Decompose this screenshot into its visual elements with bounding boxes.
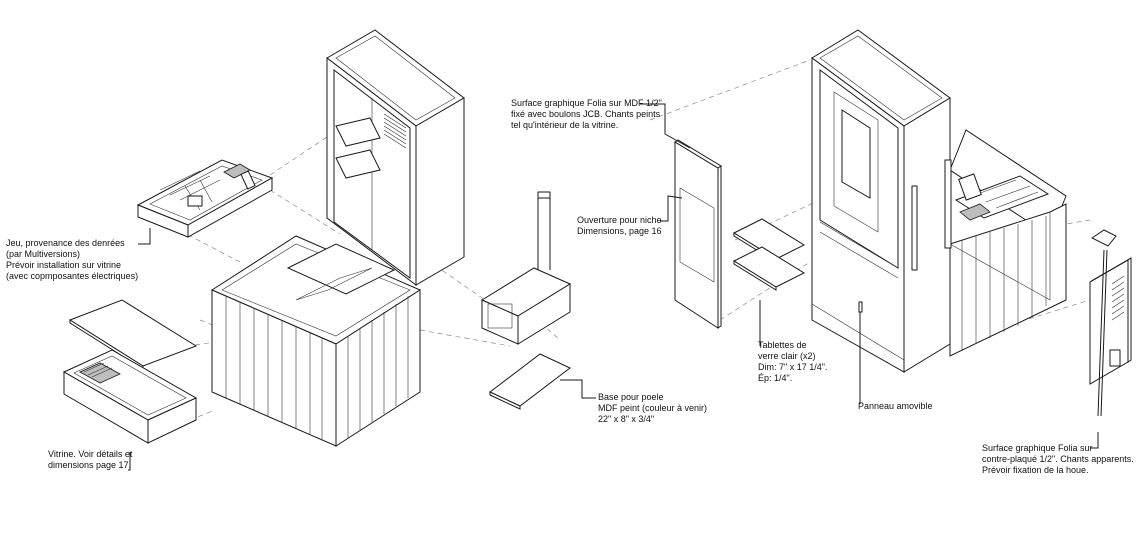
left-tall-cabinet xyxy=(326,29,465,287)
folia-panel-with-hoe xyxy=(1089,229,1132,417)
glass-cover-plate xyxy=(68,299,198,370)
stove-base-board xyxy=(489,353,571,410)
note-surface-contreplaque: Surface graphique Folia sur contre-plaqu… xyxy=(982,443,1134,476)
left-base-cabinet xyxy=(210,235,422,447)
note-panneau-line-1: Panneau amovible xyxy=(858,401,933,411)
note-base-poele-line-3: 22" x 8" x 3/4" xyxy=(598,414,655,424)
note-ouverture: Ouverture pour niche Dimensions, page 16 xyxy=(577,215,662,237)
note-panneau: Panneau amovible xyxy=(858,401,933,412)
glass-shelves xyxy=(732,218,806,291)
note-ouverture-line-2: Dimensions, page 16 xyxy=(577,226,662,236)
leader-lines xyxy=(128,103,1099,471)
note-base-poele-line-1: Base pour poele xyxy=(598,392,664,402)
right-base-cabinet xyxy=(944,129,1067,357)
note-surface-contreplaque-line-3: Prévoir fixation de la houe. xyxy=(982,465,1089,475)
stove-with-chimney xyxy=(480,191,572,345)
note-tablettes-line-1: Tablettes de xyxy=(758,340,807,350)
note-jeu-line-1: Jeu, provenance des denrées xyxy=(6,238,125,248)
note-ouverture-line-1: Ouverture pour niche xyxy=(577,215,662,225)
note-base-poele: Base pour poele MDF peint (couleur à ven… xyxy=(598,392,707,425)
note-jeu-line-3: Prévoir installation sur vitrine xyxy=(6,260,122,270)
note-surface-contreplaque-line-2: contre-plaqué 1/2". Chants apparents. xyxy=(982,454,1134,464)
note-surface-mdf-line-3: tel qu'intérieur de la vitrine. xyxy=(511,120,619,130)
note-tablettes: Tablettes de verre clair (x2) Dim: 7" x … xyxy=(758,340,827,384)
note-tablettes-line-3: Dim: 7" x 17 1/4". xyxy=(758,362,828,372)
note-tablettes-line-2: verre clair (x2) xyxy=(758,351,816,361)
right-tall-cabinet xyxy=(811,29,951,373)
display-case-illustration xyxy=(62,349,198,444)
graphic-panel-mdf xyxy=(674,139,722,329)
note-surface-mdf-line-2: fixé avec boulons JCB. Chants peints xyxy=(511,109,661,119)
cabinet-slats xyxy=(225,296,409,440)
vent-grille xyxy=(383,113,407,149)
note-vitrine: Vitrine. Voir détails et dimensions page… xyxy=(48,449,132,471)
note-surface-mdf-line-1: Surface graphique Folia sur MDF 1/2" xyxy=(511,98,662,108)
note-jeu-line-4: (avec copmposantes électriques) xyxy=(6,271,139,281)
note-tablettes-line-4: Ép: 1/4". xyxy=(758,373,793,383)
note-surface-contreplaque-line-1: Surface graphique Folia sur xyxy=(982,443,1093,453)
note-surface-mdf: Surface graphique Folia sur MDF 1/2" fix… xyxy=(511,98,662,131)
game-tray-illustration xyxy=(136,159,274,238)
note-vitrine-line-2: dimensions page 17. xyxy=(48,460,132,470)
right-cabinet-slats xyxy=(961,216,1047,350)
note-jeu: Jeu, provenance des denrées (par Multive… xyxy=(6,238,138,282)
note-jeu-line-2: (par Multiversions) xyxy=(6,249,81,259)
note-vitrine-line-1: Vitrine. Voir détails et xyxy=(48,449,133,459)
note-base-poele-line-2: MDF peint (couleur à venir) xyxy=(598,403,708,413)
